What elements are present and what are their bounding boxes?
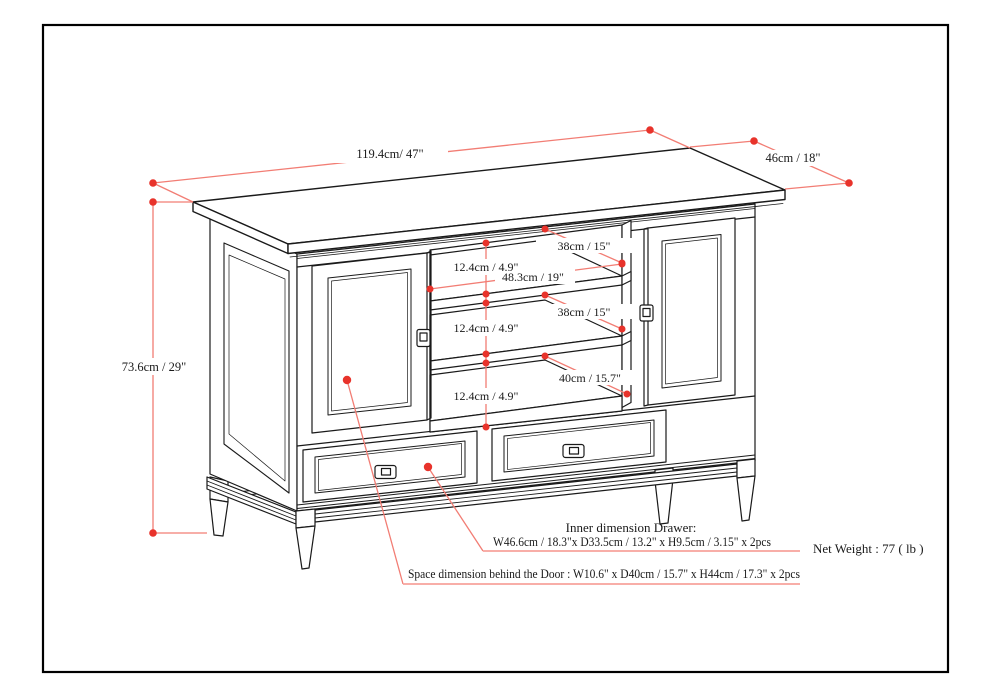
note-drawer-dims: W46.6cm / 18.3"x D33.5cm / 13.2" x H9.5c… xyxy=(493,534,771,549)
label-backgrounds xyxy=(112,147,842,404)
right-drawer xyxy=(491,409,667,482)
case-bottom-lines xyxy=(296,454,756,509)
front-right-leg xyxy=(736,458,756,522)
left-side-panel xyxy=(209,215,298,512)
right-door-handle xyxy=(639,304,654,322)
label-top-depth: 46cm / 18" xyxy=(765,151,820,165)
right-drawer-handle xyxy=(562,443,585,459)
front-left-leg xyxy=(295,508,316,570)
leader-door xyxy=(346,379,404,585)
border-frame xyxy=(41,23,950,674)
tabletop xyxy=(192,147,786,258)
label-gap-top: 12.4cm / 4.9" xyxy=(454,260,519,274)
note-drawer-title: Inner dimension Drawer: xyxy=(566,520,697,535)
top-trim-line xyxy=(296,208,756,259)
left-door-handle xyxy=(416,328,431,348)
left-drawer-handle xyxy=(374,464,397,480)
right-door xyxy=(639,217,736,407)
left-door xyxy=(311,250,432,434)
leader-drawer xyxy=(427,466,484,552)
label-top-width: 119.4cm/ 47" xyxy=(356,147,423,161)
dimension-dots xyxy=(149,126,853,537)
label-shelf-depth-top: 38cm / 15" xyxy=(558,239,611,253)
left-drawer xyxy=(302,430,478,503)
label-height: 73.6cm / 29" xyxy=(122,360,186,374)
label-bottom-shelf-depth: 40cm / 15.7" xyxy=(559,371,621,385)
label-opening-width: 48.3cm / 19" xyxy=(502,270,564,284)
label-gap-middle: 12.4cm / 4.9" xyxy=(454,321,519,335)
note-net-weight: Net Weight : 77 ( lb ) xyxy=(813,541,924,556)
tv-stand-drawing xyxy=(192,147,786,570)
dimension-labels: 119.4cm/ 47" 46cm / 18" 73.6cm / 29" 12.… xyxy=(122,147,821,403)
label-gap-bottom: 12.4cm / 4.9" xyxy=(454,389,519,403)
note-door-space: Space dimension behind the Door : W10.6"… xyxy=(408,566,800,581)
note-labels: Inner dimension Drawer: W46.6cm / 18.3"x… xyxy=(408,520,924,581)
note-underlines xyxy=(403,550,800,585)
label-shelf-depth-middle: 38cm / 15" xyxy=(558,305,611,319)
